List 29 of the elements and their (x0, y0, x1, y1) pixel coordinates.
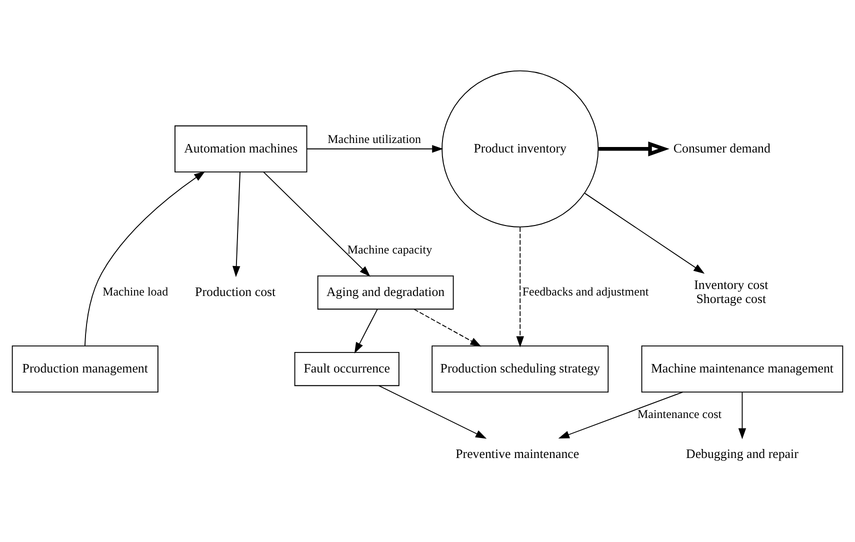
arrow (306, 145, 444, 153)
node-box: Production management (12, 346, 158, 393)
node-box: Fault occurrence (294, 352, 400, 386)
arrow (516, 226, 524, 348)
edge-label: Machine load (102, 284, 168, 299)
edge-label: Machine utilization (328, 132, 422, 146)
edge-label: Feedbacks and adjustment (522, 284, 649, 299)
node-box: Aging and degradation (317, 275, 454, 310)
arrow (84, 171, 206, 346)
arrow (378, 385, 487, 439)
node-text: Preventive maintenance (456, 447, 580, 462)
arrow (738, 392, 746, 440)
node-box: Production scheduling strategy (432, 346, 609, 393)
node-text: Debugging and repair (686, 447, 798, 462)
node-box: Machine maintenance management (641, 346, 844, 393)
node-text: Consumer demand (673, 141, 770, 156)
arrow (598, 141, 670, 156)
edge-label: Machine capacity (347, 242, 432, 256)
arrow (232, 172, 240, 278)
edge-label: Maintenance cost (638, 407, 722, 422)
node-box: Automation machines (174, 125, 308, 172)
arrow (414, 308, 482, 347)
node-circle: Product inventory (442, 70, 599, 228)
arrow (558, 392, 684, 439)
arrow (584, 192, 705, 274)
node-text: Production cost (195, 284, 276, 299)
node-text: Inventory cost Shortage cost (694, 278, 768, 306)
arrow (354, 308, 378, 354)
arrow (263, 172, 370, 277)
